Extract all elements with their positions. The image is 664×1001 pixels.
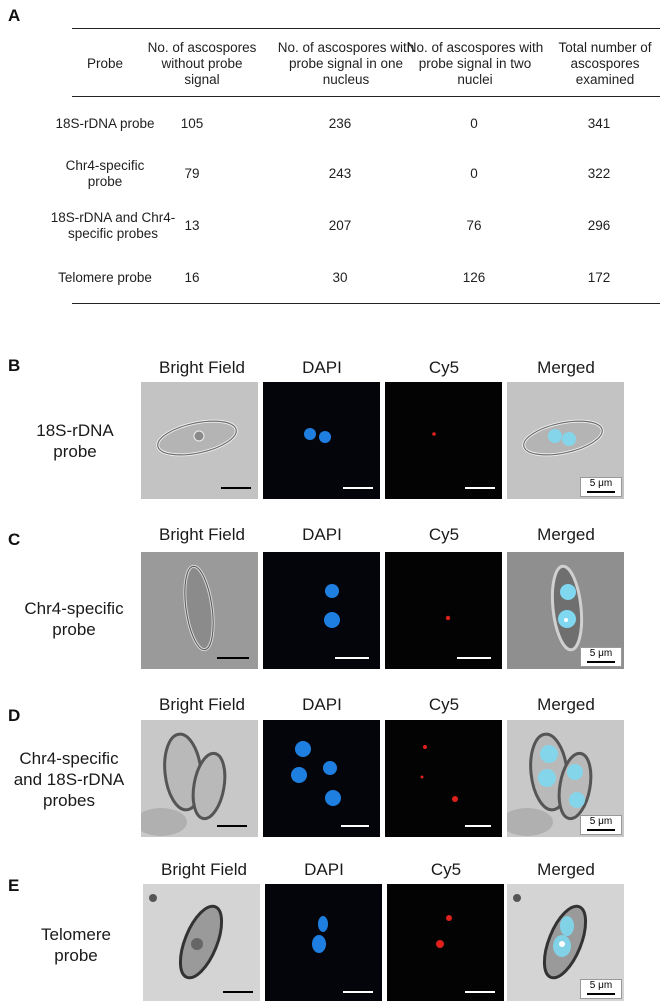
- table-cell-total: 341: [587, 116, 611, 131]
- column-label-bright-field: Bright Field: [161, 860, 247, 879]
- column-label-merged: Merged: [537, 358, 595, 377]
- table-cell-probe: 18S-rDNA and Chr4-specific probes: [50, 210, 176, 241]
- scale-bar: [223, 990, 253, 993]
- panel-label-a: A: [8, 6, 21, 25]
- dapi-image: [265, 884, 382, 1001]
- panel-label-c: C: [8, 530, 21, 549]
- table-header-one: No. of ascospores with probe signal in o…: [277, 40, 415, 87]
- scale-label: 5 μm: [589, 980, 613, 991]
- table-cell-one: 243: [328, 166, 352, 181]
- scale-label: 5 μm: [589, 816, 613, 827]
- scale-bar: [217, 824, 247, 827]
- column-label-merged: Merged: [537, 525, 595, 544]
- bright-field-image: [141, 720, 258, 837]
- panel-label-d: D: [8, 706, 21, 725]
- scale-bar: [457, 656, 491, 659]
- dapi-image: [263, 552, 380, 669]
- table-cell-one: 207: [328, 218, 352, 233]
- cy5-image: [385, 720, 502, 837]
- column-label-dapi: DAPI: [302, 358, 342, 377]
- scale-bar: [465, 486, 495, 489]
- column-label-cy5: Cy5: [430, 860, 462, 879]
- table-cell-one: 236: [328, 116, 352, 131]
- scale-bar: [335, 656, 369, 659]
- merged-image: 5 μm: [507, 720, 624, 837]
- scale-label: 5 μm: [589, 648, 613, 659]
- column-label-cy5: Cy5: [428, 358, 460, 377]
- scale-bar: [221, 486, 251, 489]
- table-header-rule: [72, 96, 660, 97]
- scale-bar: [465, 990, 495, 993]
- scale-label: 5 μm: [589, 478, 613, 489]
- table-header-probe: Probe: [86, 56, 124, 71]
- table-header-none: No. of ascospores without probe signal: [147, 40, 257, 87]
- bright-field-image: [143, 884, 260, 1001]
- cy5-image: [387, 884, 504, 1001]
- column-label-dapi: DAPI: [304, 860, 344, 879]
- scale-bar: [343, 486, 373, 489]
- merged-image: 5 μm: [507, 382, 624, 499]
- scale-bar: [217, 656, 249, 659]
- table-bottom-rule: [72, 303, 660, 305]
- column-label-merged: Merged: [537, 695, 595, 714]
- row-label-telomere: Telomere probe: [41, 925, 111, 965]
- column-label-bright-field: Bright Field: [159, 525, 245, 544]
- scale-box: 5 μm: [580, 477, 622, 497]
- table-header-two: No. of ascospores with probe signal in t…: [406, 40, 544, 87]
- table-cell-total: 172: [587, 270, 611, 285]
- column-label-cy5: Cy5: [428, 525, 460, 544]
- table-cell-two: 0: [470, 166, 478, 181]
- column-label-cy5: Cy5: [428, 695, 460, 714]
- table-cell-total: 296: [587, 218, 611, 233]
- dapi-image: [263, 720, 380, 837]
- cy5-image: [385, 382, 502, 499]
- scale-box: 5 μm: [580, 979, 622, 999]
- table-cell-none: 79: [184, 166, 200, 181]
- column-label-dapi: DAPI: [302, 695, 342, 714]
- table-cell-one: 30: [332, 270, 348, 285]
- scale-bar: [341, 824, 369, 827]
- scale-bar: [465, 824, 491, 827]
- bright-field-image: [141, 552, 258, 669]
- table-cell-none: 16: [184, 270, 200, 285]
- table-cell-two: 0: [470, 116, 478, 131]
- table-cell-probe: Telomere probe: [58, 270, 152, 285]
- table-cell-none: 13: [184, 218, 200, 233]
- row-label-chr4: Chr4-specific probe: [24, 599, 124, 639]
- column-label-merged: Merged: [537, 860, 595, 879]
- scale-bar: [587, 491, 615, 493]
- column-label-bright-field: Bright Field: [159, 358, 245, 377]
- scale-box: 5 μm: [580, 815, 622, 835]
- row-label-18s-rdna: 18S-rDNA probe: [36, 421, 114, 461]
- row-label-chr4-and-18s: Chr4-specific and 18S-rDNA probes: [13, 749, 125, 810]
- dapi-image: [263, 382, 380, 499]
- scale-box: 5 μm: [580, 647, 622, 667]
- table-cell-total: 322: [587, 166, 611, 181]
- scale-bar: [587, 993, 615, 995]
- column-label-dapi: DAPI: [302, 525, 342, 544]
- scale-bar: [343, 990, 373, 993]
- scale-bar: [587, 829, 615, 831]
- column-label-bright-field: Bright Field: [159, 695, 245, 714]
- table-cell-probe: Chr4-specific probe: [65, 158, 145, 189]
- panel-label-b: B: [8, 356, 21, 375]
- table-cell-two: 126: [462, 270, 486, 285]
- cy5-image: [385, 552, 502, 669]
- table-cell-probe: 18S-rDNA probe: [55, 116, 155, 131]
- bright-field-image: [141, 382, 258, 499]
- table-header-total: Total number of ascospores examined: [558, 40, 652, 87]
- table-cell-none: 105: [180, 116, 204, 131]
- table-cell-two: 76: [466, 218, 482, 233]
- panel-label-e: E: [8, 876, 20, 895]
- scale-bar: [587, 661, 615, 663]
- merged-image: 5 μm: [507, 884, 624, 1001]
- table-top-rule: [72, 28, 660, 30]
- merged-image: 5 μm: [507, 552, 624, 669]
